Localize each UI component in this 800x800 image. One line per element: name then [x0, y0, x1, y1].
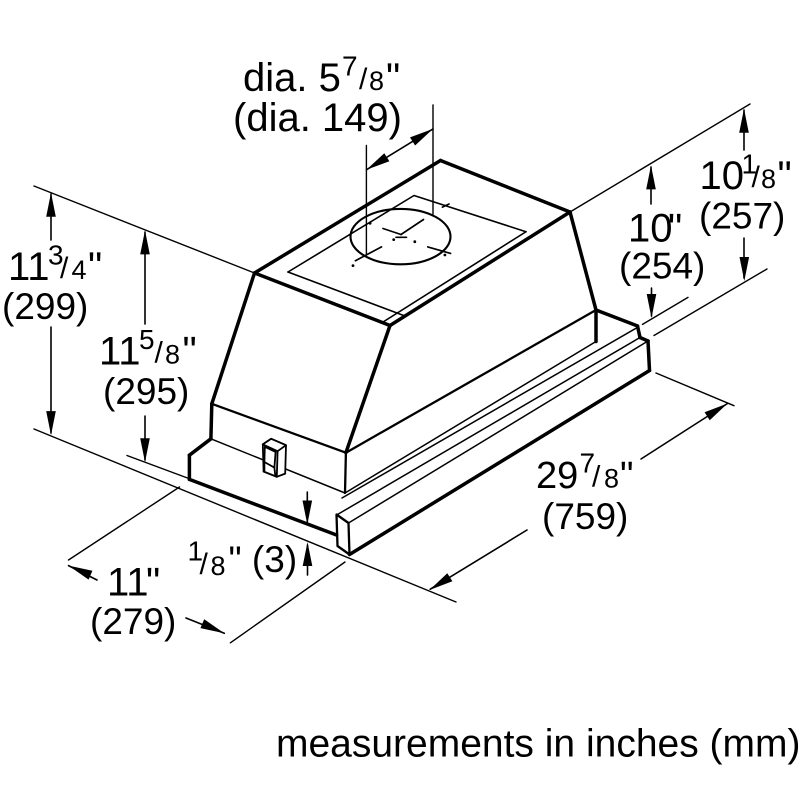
svg-text:": " [88, 245, 102, 289]
svg-text:11: 11 [99, 330, 141, 374]
svg-text:8: 8 [604, 463, 619, 493]
svg-text:8: 8 [761, 164, 776, 194]
svg-text:": " [146, 561, 160, 605]
svg-text:11: 11 [8, 245, 50, 289]
svg-text:3: 3 [48, 240, 64, 271]
svg-text:(dia. 149): (dia. 149) [233, 96, 402, 140]
svg-text:": " [778, 154, 792, 198]
svg-text:(295): (295) [103, 371, 189, 412]
svg-text:/: / [60, 252, 69, 285]
svg-text:10: 10 [628, 206, 673, 250]
svg-text:8: 8 [369, 66, 384, 96]
svg-text:/: / [592, 460, 601, 493]
svg-text:": " [668, 206, 682, 250]
svg-text:(279): (279) [90, 601, 176, 642]
svg-text:dia. 5: dia. 5 [243, 56, 341, 100]
svg-text:7: 7 [342, 51, 358, 82]
svg-text:/: / [200, 548, 209, 581]
svg-text:(759): (759) [542, 496, 628, 537]
svg-text:10: 10 [700, 154, 745, 198]
svg-text:1: 1 [742, 149, 758, 180]
svg-text:8: 8 [211, 551, 226, 581]
svg-text:5: 5 [139, 324, 155, 355]
svg-text:29: 29 [536, 455, 578, 497]
svg-text:/: / [359, 63, 368, 96]
svg-text:measurements in inches (mm): measurements in inches (mm) [276, 723, 800, 766]
svg-text:8: 8 [165, 340, 180, 370]
svg-text:(299): (299) [2, 286, 88, 327]
svg-text:7: 7 [580, 447, 596, 478]
svg-text:": " [620, 455, 634, 497]
svg-text:": " [386, 56, 400, 100]
svg-text:11: 11 [107, 561, 149, 605]
svg-text:": " [183, 330, 197, 374]
svg-text:(257): (257) [699, 195, 785, 236]
svg-text:" (3): " (3) [229, 539, 298, 580]
svg-text:4: 4 [72, 255, 87, 285]
svg-text:/: / [155, 337, 164, 370]
svg-text:(254): (254) [619, 245, 705, 286]
svg-text:1: 1 [188, 536, 204, 567]
svg-text:/: / [752, 161, 761, 194]
